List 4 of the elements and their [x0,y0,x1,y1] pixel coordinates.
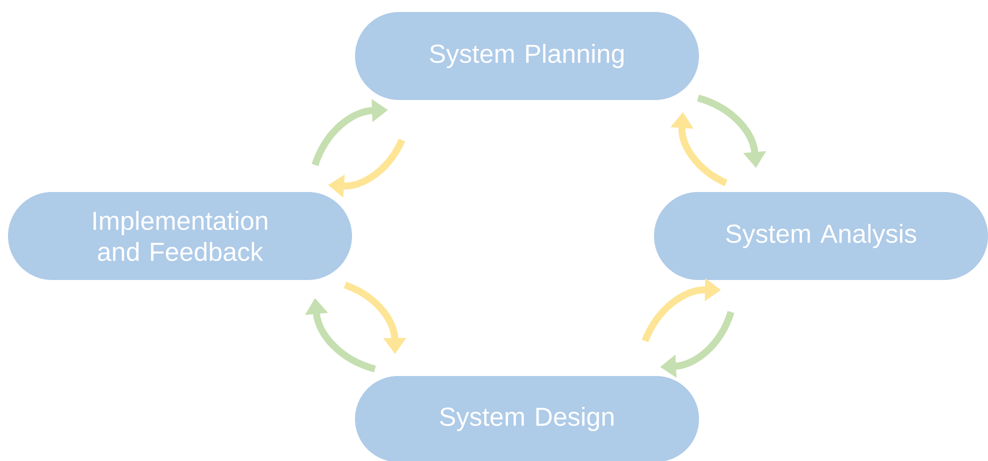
process-box: System Analysis [654,192,988,280]
process-box: Implementation and Feedback [8,192,352,280]
process-box: System Planning [355,12,699,100]
process-box: System Design [355,376,699,461]
